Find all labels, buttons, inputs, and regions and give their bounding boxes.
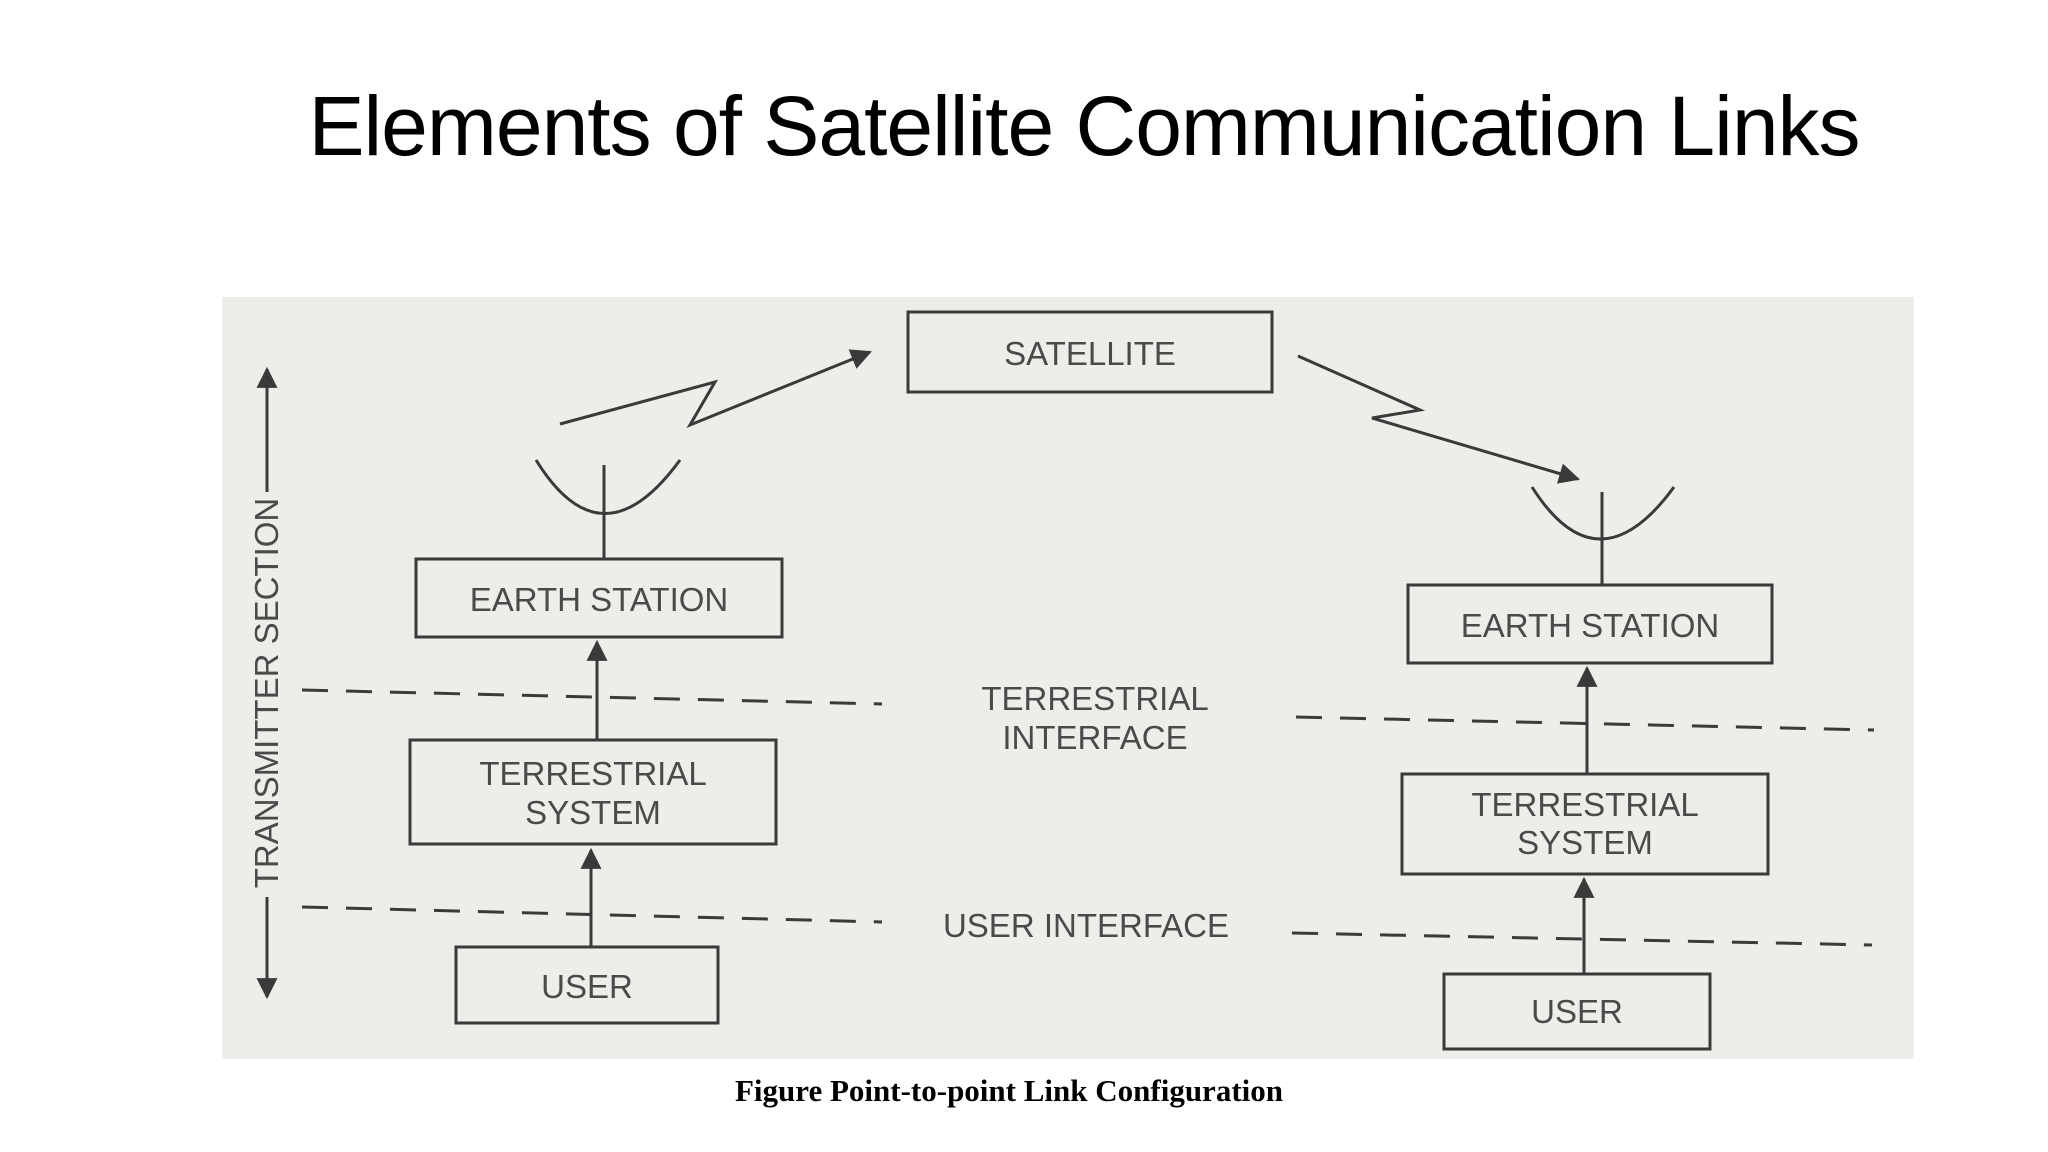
satellite-label: SATELLITE: [1004, 335, 1176, 372]
left-earth-station-label: EARTH STATION: [470, 581, 729, 618]
satellite-box: [906, 310, 1274, 394]
left-earth-station-box: [414, 557, 784, 639]
terrestrial-interface-line-left: [301, 688, 883, 706]
terrestrial-interface-line-right: [1295, 715, 1875, 732]
transmitter-section-label: TRANSMITTER SECTION: [248, 498, 285, 889]
right-terrestrial-system-box: [1400, 772, 1770, 876]
left-user-label: USER: [541, 968, 633, 1005]
uplink-arrow: [559, 349, 872, 429]
user-interface-line-right: [1291, 931, 1873, 947]
right-terrestrial-label: TERRESTRIAL: [1471, 786, 1698, 823]
terrestrial-interface-label-1: TERRESTRIAL: [981, 680, 1208, 717]
user-interface-line-left: [301, 905, 883, 924]
link-diagram: SATELLITE EARTH STATION TERRESTRIAL SYST…: [248, 310, 1875, 1051]
right-user-label: USER: [1531, 993, 1623, 1030]
figure-caption: Figure Point-to-point Link Configuration: [734, 1073, 1283, 1108]
right-user-box: [1442, 972, 1712, 1051]
user-interface-label: USER INTERFACE: [943, 907, 1229, 944]
left-terrestrial-system-box: [408, 738, 778, 846]
right-system-label: SYSTEM: [1517, 824, 1653, 861]
right-earth-station-label: EARTH STATION: [1461, 607, 1720, 644]
slide-title: Elements of Satellite Communication Link…: [308, 79, 1860, 173]
left-dish-icon: [534, 459, 682, 515]
right-earth-station-box: [1406, 583, 1774, 665]
left-system-label: SYSTEM: [525, 794, 661, 831]
left-user-box: [454, 945, 720, 1025]
downlink-arrow: [1297, 354, 1581, 484]
terrestrial-interface-label-2: INTERFACE: [1002, 719, 1187, 756]
diagram-figure: SATELLITE EARTH STATION TERRESTRIAL SYST…: [222, 297, 1914, 1059]
left-terrestrial-label: TERRESTRIAL: [479, 755, 706, 792]
